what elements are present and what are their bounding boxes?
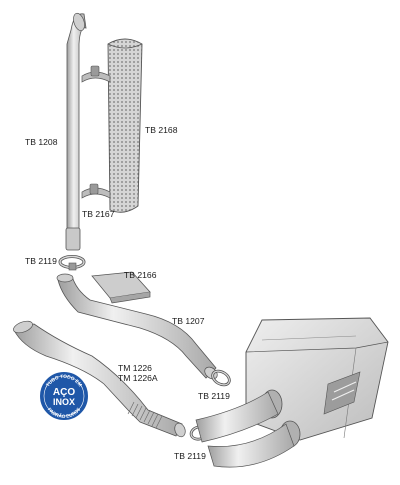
- label-tm1226a: TM 1226A: [118, 373, 158, 383]
- label-tb2119-mid: TB 2119: [198, 391, 230, 401]
- stack-clamp-lower: [81, 183, 111, 199]
- label-tb2168: TB 2168: [145, 125, 178, 135]
- label-tb2119-bottom: TB 2119: [174, 451, 206, 461]
- label-tm1226: TM 1226: [118, 363, 152, 373]
- badge-line2: INOX: [53, 397, 75, 407]
- label-tb1208: TB 1208: [25, 137, 58, 147]
- label-tb2167: TB 2167: [82, 209, 115, 219]
- elbow-pipe: [56, 273, 218, 380]
- badge-line1: AÇO: [53, 387, 75, 398]
- perforated-heat-shield: [107, 38, 143, 213]
- flex-pipe: [13, 320, 186, 438]
- label-tb1207: TB 1207: [172, 316, 205, 326]
- muffler: [195, 317, 389, 468]
- small-heat-shield: [91, 271, 151, 304]
- stack-pipe: [65, 12, 87, 251]
- stack-clamp-upper: [81, 65, 111, 83]
- stainless-steel-badge: TUBO TODO EM PADRÃO EURO5 AÇO INOX: [38, 370, 90, 422]
- clamp-top: [58, 255, 86, 271]
- label-tb2119-top: TB 2119: [25, 256, 57, 266]
- clamp-mid: [211, 369, 231, 387]
- label-tb2166: TB 2166: [124, 270, 157, 280]
